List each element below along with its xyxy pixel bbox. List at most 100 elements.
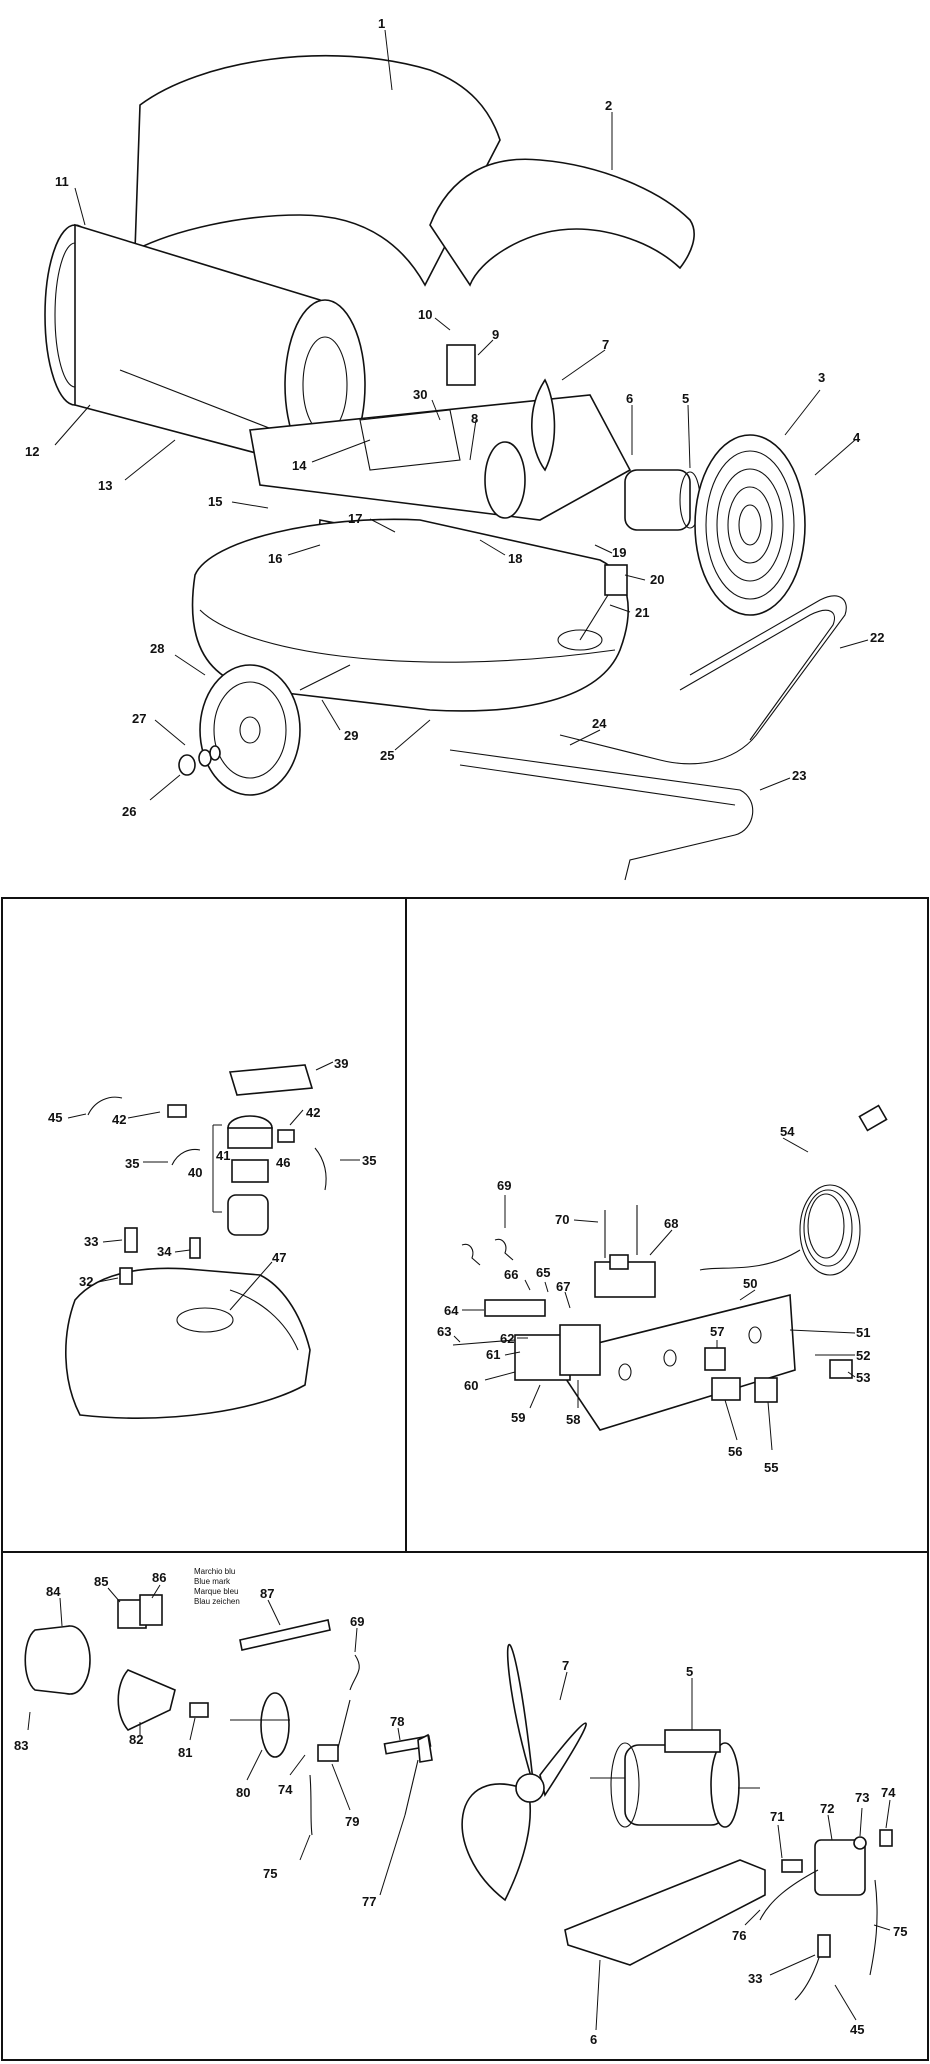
callout-label: 71 <box>770 1809 784 1859</box>
svg-text:35: 35 <box>362 1153 376 1168</box>
svg-text:3: 3 <box>818 370 825 385</box>
svg-text:58: 58 <box>566 1412 580 1427</box>
svg-text:56: 56 <box>728 1444 742 1459</box>
main-assembly <box>44 54 847 881</box>
callout-label: 28 <box>150 641 206 676</box>
callout-label: 70 <box>555 1212 599 1227</box>
lower-cover-part <box>429 158 695 287</box>
svg-text:81: 81 <box>178 1745 192 1760</box>
svg-text:65: 65 <box>536 1265 550 1280</box>
svg-text:77: 77 <box>362 1894 376 1909</box>
callout-label: 42 <box>289 1105 320 1126</box>
svg-text:79: 79 <box>345 1814 359 1829</box>
svg-text:32: 32 <box>79 1274 93 1289</box>
callout-label: 63 <box>437 1324 461 1343</box>
callout-label: 50 <box>739 1276 757 1301</box>
callout-label: 15 <box>208 494 269 509</box>
svg-text:73: 73 <box>855 1790 869 1805</box>
callout-label: 74 <box>881 1785 896 1829</box>
svg-text:70: 70 <box>555 1212 569 1227</box>
callout-label: 5 <box>686 1664 693 1730</box>
svg-text:13: 13 <box>98 478 112 493</box>
svg-text:7: 7 <box>562 1658 569 1673</box>
callout-label: 69 <box>350 1614 364 1653</box>
svg-text:41: 41 <box>216 1148 230 1163</box>
callout-label: 16 <box>268 544 321 566</box>
fan-grille <box>694 434 806 616</box>
wheel <box>199 664 301 796</box>
callout-label: 2 <box>605 98 613 170</box>
callout-label: 45 <box>48 1110 87 1125</box>
svg-text:4: 4 <box>853 430 861 445</box>
svg-text:76: 76 <box>732 1928 746 1943</box>
svg-text:40: 40 <box>188 1165 202 1180</box>
svg-text:10: 10 <box>418 307 432 322</box>
callout-label: 18 <box>479 539 522 566</box>
callout-label: 76 <box>732 1909 761 1943</box>
electrical-panel: 54 69 70 68 66 65 67 64 63 62 61 60 59 5… <box>437 1104 888 1475</box>
svg-text:30: 30 <box>413 387 427 402</box>
callout-label: 47 <box>229 1250 286 1311</box>
svg-text:66: 66 <box>504 1267 518 1282</box>
svg-text:61: 61 <box>486 1347 500 1362</box>
svg-text:53: 53 <box>856 1370 870 1385</box>
svg-text:42: 42 <box>112 1112 126 1127</box>
upper-cover-part <box>134 54 501 287</box>
svg-text:75: 75 <box>893 1924 907 1939</box>
callout-label: 3 <box>784 370 825 436</box>
callout-label: 7 <box>561 337 609 381</box>
callout-label: 11 <box>55 174 86 226</box>
callout-label: 10 <box>418 307 451 331</box>
callout-label: 56 <box>724 1399 742 1459</box>
svg-text:25: 25 <box>380 748 394 763</box>
svg-text:71: 71 <box>770 1809 784 1824</box>
svg-text:11: 11 <box>55 174 69 189</box>
svg-text:74: 74 <box>278 1782 293 1797</box>
callout-label: 72 <box>820 1801 834 1841</box>
svg-text:Marque bleu: Marque bleu <box>194 1587 238 1596</box>
callout-label: 75 <box>873 1924 907 1939</box>
svg-text:21: 21 <box>635 605 649 620</box>
callout-label: 22 <box>839 630 884 649</box>
callout-label: 81 <box>178 1717 196 1760</box>
handle-frame <box>559 595 847 765</box>
svg-text:55: 55 <box>764 1460 778 1475</box>
svg-text:67: 67 <box>556 1279 570 1294</box>
svg-text:63: 63 <box>437 1324 451 1339</box>
callout-label: 54 <box>780 1124 809 1153</box>
svg-text:8: 8 <box>471 411 478 426</box>
callout-label: 27 <box>132 711 186 746</box>
svg-text:45: 45 <box>850 2022 864 2037</box>
svg-text:57: 57 <box>710 1324 724 1339</box>
svg-text:47: 47 <box>272 1250 286 1265</box>
callout-label: 65 <box>536 1265 550 1293</box>
callout-label: 68 <box>649 1216 678 1256</box>
svg-text:28: 28 <box>150 641 164 656</box>
callout-label: 34 <box>157 1244 191 1259</box>
motor <box>624 469 701 531</box>
callout-label: 87 <box>260 1586 281 1626</box>
callout-label: 35 <box>340 1153 376 1168</box>
callout-label: 4 <box>814 430 861 476</box>
svg-text:18: 18 <box>508 551 522 566</box>
callout-label: 53 <box>847 1370 870 1385</box>
svg-text:51: 51 <box>856 1325 870 1340</box>
svg-text:78: 78 <box>390 1714 404 1729</box>
svg-text:75: 75 <box>263 1866 277 1881</box>
callout-label: 6 <box>590 1959 601 2047</box>
callout-label: 12 <box>25 404 91 459</box>
svg-text:74: 74 <box>881 1785 896 1800</box>
svg-text:83: 83 <box>14 1738 28 1753</box>
callout-label: 26 <box>122 774 181 819</box>
svg-text:14: 14 <box>292 458 307 473</box>
svg-text:60: 60 <box>464 1378 478 1393</box>
svg-text:12: 12 <box>25 444 39 459</box>
callout-label: 51 <box>789 1325 870 1340</box>
svg-text:39: 39 <box>334 1056 348 1071</box>
svg-text:22: 22 <box>870 630 884 645</box>
svg-text:34: 34 <box>157 1244 172 1259</box>
svg-text:Marchio blu: Marchio blu <box>194 1567 235 1576</box>
svg-text:2: 2 <box>605 98 612 113</box>
callout-label: 83 <box>14 1711 31 1753</box>
svg-text:33: 33 <box>84 1234 98 1249</box>
